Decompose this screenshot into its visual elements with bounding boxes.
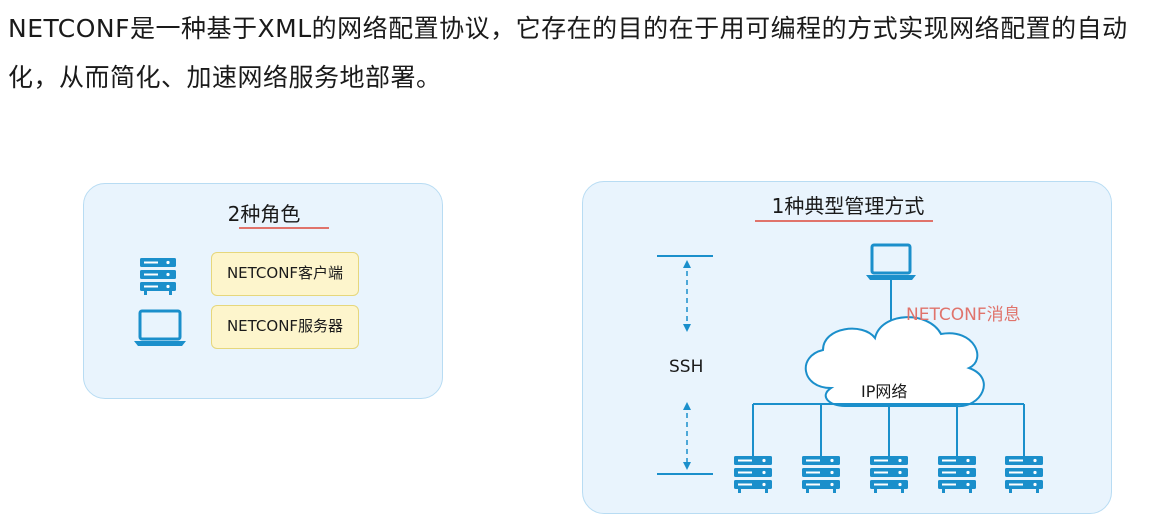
- server-icon-1: [734, 456, 772, 493]
- intro-paragraph: NETCONF是一种基于XML的网络配置协议，它存在的目的在于用可编程的方式实现…: [8, 14, 1128, 92]
- management-panel: 1种典型管理方式: [582, 181, 1112, 514]
- server-icon-4: [938, 456, 976, 493]
- ip-network-label: IP网络: [861, 382, 908, 401]
- roles-title-underline: [239, 227, 329, 229]
- netconf-client-box: NETCONF客户端: [211, 252, 359, 296]
- roles-panel-title: 2种角色: [227, 202, 301, 226]
- management-title-underline: [755, 220, 933, 222]
- ssh-arrow-up-upper: [683, 260, 691, 332]
- topology-diagram: [657, 243, 1043, 493]
- ssh-label: SSH: [669, 357, 704, 377]
- server-icon-2: [802, 456, 840, 493]
- laptop-icon: [132, 308, 188, 352]
- client-laptop-icon: [866, 243, 916, 280]
- ssh-arrow-lower: [683, 402, 691, 470]
- server-icon: [138, 256, 178, 300]
- server-icon-3: [870, 456, 908, 493]
- server-icon-5: [1005, 456, 1043, 493]
- netconf-message-label: NETCONF消息: [906, 305, 1021, 325]
- management-panel-title: 1种典型管理方式: [771, 194, 925, 218]
- netconf-server-box: NETCONF服务器: [211, 305, 359, 349]
- roles-panel: 2种角色 NETCONF客户端 NETCONF服务器: [83, 183, 443, 399]
